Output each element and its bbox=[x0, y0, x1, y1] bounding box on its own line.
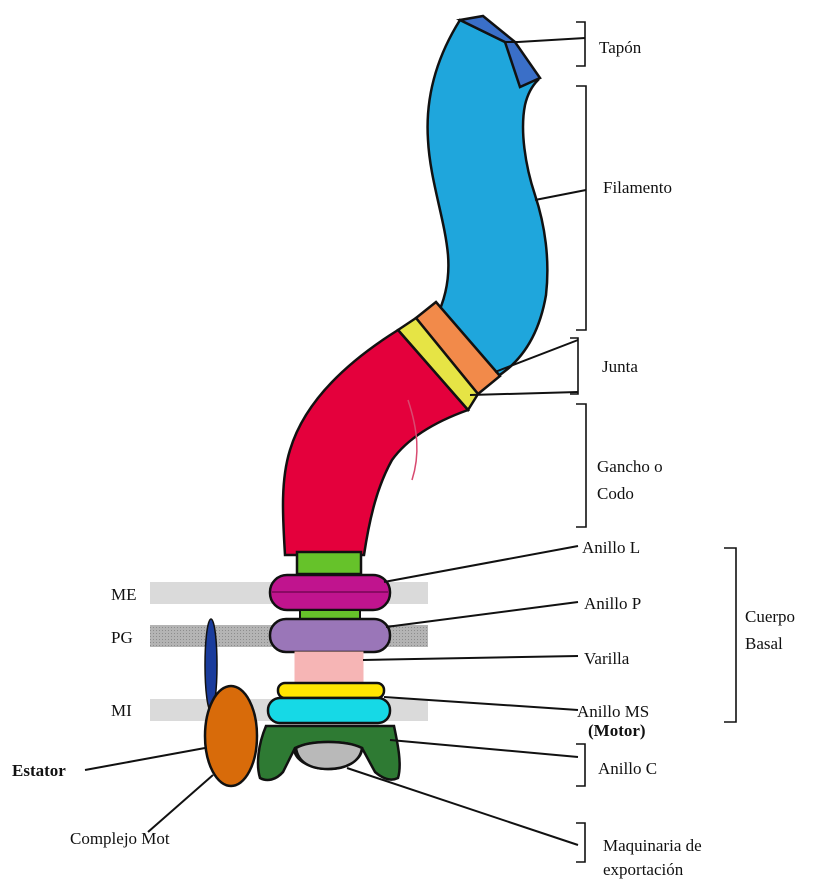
label-gancho-line1: Gancho o bbox=[597, 457, 663, 476]
ring-ms-top bbox=[278, 683, 384, 698]
label-cuerpo-basal-line2: Basal bbox=[745, 634, 783, 653]
label-estator: Estator bbox=[12, 761, 66, 780]
mot-complex bbox=[205, 686, 257, 786]
label-varilla: Varilla bbox=[584, 649, 630, 668]
label-maquinaria-line2: exportación bbox=[603, 860, 684, 879]
label-anillo-c: Anillo C bbox=[598, 759, 657, 778]
label-anillo-ms: Anillo MS bbox=[577, 702, 649, 721]
label-cuerpo-basal-line1: Cuerpo bbox=[745, 607, 795, 626]
label-junta: Junta bbox=[602, 357, 638, 376]
label-tapon: Tapón bbox=[599, 38, 642, 57]
label-motor: (Motor) bbox=[588, 721, 646, 740]
label-complejo-mot: Complejo Mot bbox=[70, 829, 170, 848]
label-gancho-line2: Codo bbox=[597, 484, 634, 503]
rod bbox=[295, 652, 363, 684]
label-maquinaria-line1: Maquinaria de bbox=[603, 836, 702, 855]
ring-p-lower bbox=[270, 619, 390, 652]
label-me: ME bbox=[111, 585, 137, 604]
label-pg: PG bbox=[111, 628, 133, 647]
label-anillo-l: Anillo L bbox=[582, 538, 640, 557]
label-filamento: Filamento bbox=[603, 178, 672, 197]
ring-l bbox=[297, 552, 361, 574]
ring-ms bbox=[268, 698, 390, 723]
label-anillo-p: Anillo P bbox=[584, 594, 641, 613]
label-mi: MI bbox=[111, 701, 132, 720]
